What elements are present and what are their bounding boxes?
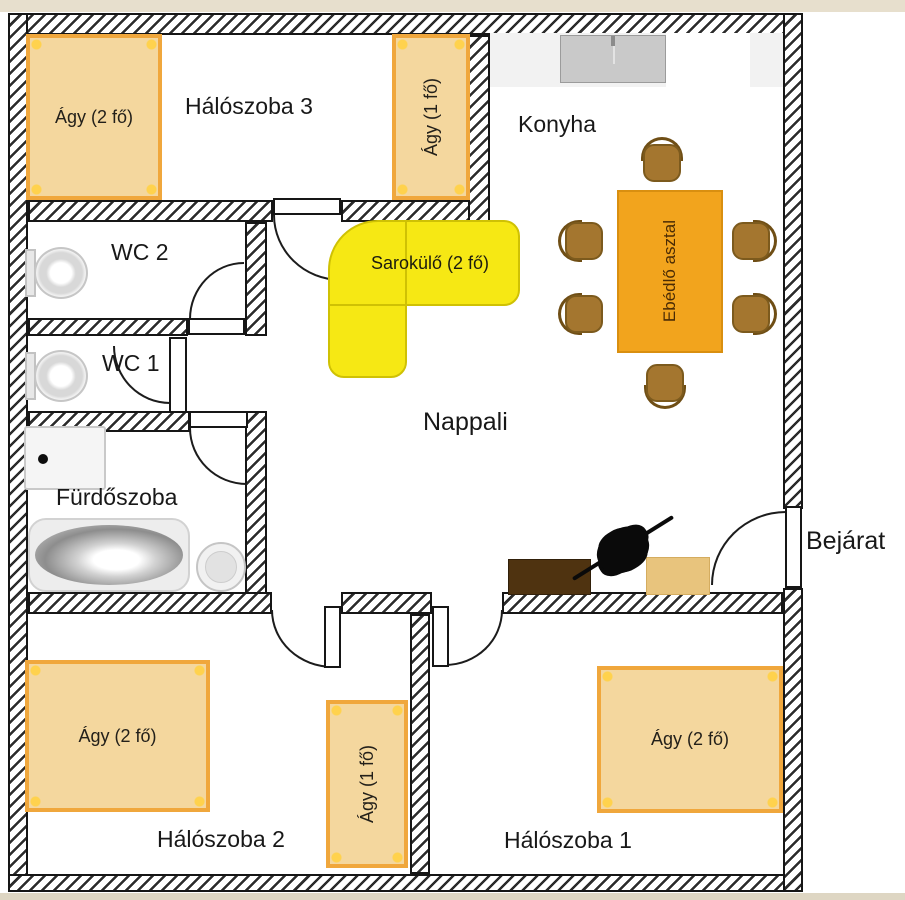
dining-table: Ebédlő asztal — [617, 190, 723, 353]
wall-right-upper — [783, 13, 803, 509]
door-arc-entrance — [711, 511, 786, 585]
drain-icon — [38, 454, 48, 464]
door-icon-wc2 — [188, 318, 245, 335]
bed-double-bedroom2: Ágy (2 fő) — [25, 660, 210, 812]
chair-icon — [729, 217, 777, 265]
door-icon-entrance — [785, 506, 802, 588]
sink-divider — [613, 40, 615, 64]
plant-foliage — [588, 517, 658, 583]
wall-right-lower — [783, 588, 803, 892]
bed-label: Ágy (2 fő) — [650, 729, 730, 749]
washbasin-icon — [196, 542, 246, 592]
bed-label: Ágy (2 fő) — [54, 106, 134, 127]
wall-bedrooms-top-c — [502, 592, 783, 614]
bed-single-bedroom2: Ágy (1 fő) — [326, 700, 408, 868]
room-label-wc1: WC 1 — [102, 350, 160, 376]
bed-label: Ágy (1 fő) — [420, 77, 441, 157]
room-label-kitchen: Konyha — [518, 111, 597, 137]
shower-icon — [24, 426, 106, 490]
room-label-entrance: Bejárat — [806, 527, 886, 555]
door-arc-wc2 — [189, 262, 244, 319]
chair-seat — [732, 295, 770, 333]
faucet-icon — [610, 36, 615, 46]
sofa-corner-section — [328, 220, 407, 306]
wall-top — [8, 13, 803, 35]
stove-icon — [666, 33, 750, 87]
wall-bedrooms-top-b — [341, 592, 432, 614]
chair-icon — [638, 137, 686, 185]
door-arc-bedroom1 — [445, 610, 503, 666]
chair-icon — [558, 290, 606, 338]
bed-single-bedroom3: Ágy (1 fő) — [392, 34, 470, 200]
bed-double-bedroom3: Ágy (2 fő) — [26, 34, 162, 200]
bathtub-basin — [35, 525, 183, 585]
wall-bedroom3-right — [468, 35, 490, 222]
wall-bedrooms-divider — [410, 614, 430, 874]
chair-icon — [558, 217, 606, 265]
door-arc-bathroom — [189, 428, 247, 485]
door-icon-wc1 — [169, 337, 187, 413]
room-label-bathroom: Fürdőszoba — [56, 484, 178, 510]
wall-bedrooms-top-a — [28, 592, 272, 614]
door-icon-bedroom3 — [273, 198, 341, 215]
sink-icon — [560, 35, 666, 83]
sofa-horizontal-section — [405, 220, 520, 306]
room-label-bedroom1: Hálószoba 1 — [504, 827, 632, 853]
bathtub-icon — [28, 518, 190, 592]
room-label-bedroom2: Hálószoba 2 — [157, 826, 285, 852]
chair-seat — [643, 144, 681, 182]
toilet-icon-wc1 — [34, 350, 88, 402]
room-label-bedroom3: Hálószoba 3 — [185, 93, 313, 119]
plant-icon — [568, 512, 678, 587]
dining-table-label: Ebédlő asztal — [660, 220, 679, 323]
photo-edge-top — [0, 0, 905, 12]
wall-wc2-bottom — [28, 318, 188, 336]
room-label-wc2: WC 2 — [111, 239, 169, 265]
wall-wc2-right — [245, 222, 267, 336]
chair-icon — [729, 290, 777, 338]
doormat — [646, 557, 710, 595]
bed-label: Ágy (2 fő) — [78, 725, 157, 746]
room-label-living: Nappali — [423, 408, 508, 436]
chair-seat — [565, 222, 603, 260]
chair-icon — [641, 361, 689, 409]
door-icon-bedroom1 — [432, 606, 449, 667]
chair-seat — [565, 295, 603, 333]
bed-double-bedroom1: Ágy (2 fő) — [597, 666, 783, 813]
bed-label: Ágy (1 fő) — [356, 744, 377, 824]
chair-seat — [732, 222, 770, 260]
door-icon-bathroom — [189, 411, 248, 428]
wall-bathroom-right — [245, 411, 267, 614]
toilet-icon-wc2 — [34, 247, 88, 299]
sofa-label: Sarokülő (2 fő) — [371, 253, 490, 273]
wall-bedroom3-bottom-left — [28, 200, 273, 222]
washbasin-inner — [205, 551, 237, 583]
wall-bottom — [8, 874, 803, 892]
door-icon-bedroom2 — [324, 606, 341, 668]
sofa-vertical-section — [328, 304, 407, 378]
chair-seat — [646, 364, 684, 402]
photo-edge-bottom — [0, 893, 905, 900]
